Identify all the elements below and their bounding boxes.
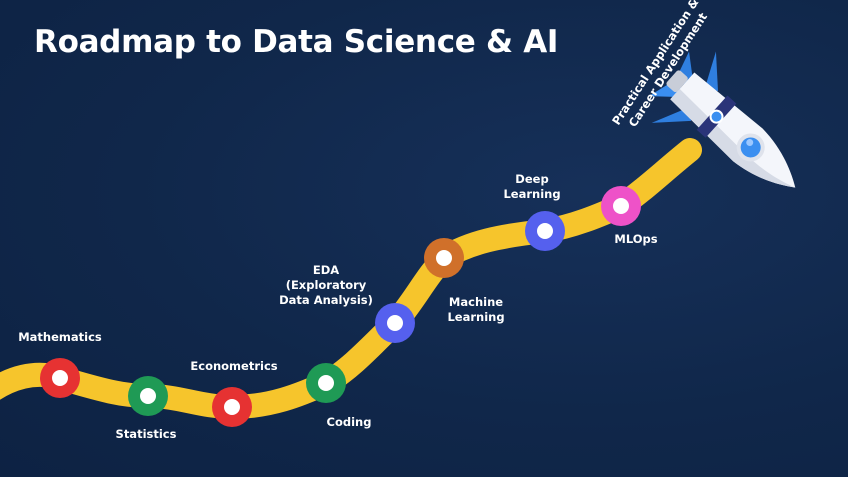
stage-node-center (224, 399, 240, 415)
stage-label-line: Econometrics (190, 359, 278, 373)
stage-label-line: Statistics (115, 427, 177, 441)
stage-node-center (318, 375, 334, 391)
stage-node-center (537, 223, 553, 239)
stage-label-line: Deep (515, 172, 549, 186)
stage-label-line: MLOps (614, 232, 658, 246)
stage-node-center (387, 315, 403, 331)
stage-node-center (436, 250, 452, 266)
stage-label-mathematics: Mathematics (18, 330, 102, 345)
stage-nodes (40, 186, 641, 427)
page-title: Roadmap to Data Science & AI (34, 24, 559, 60)
rocket-icon (648, 51, 796, 188)
stage-label-econometrics: Econometrics (190, 359, 277, 374)
stage-label-line: Coding (326, 415, 372, 429)
stage-label-line: Data Analysis) (279, 293, 373, 307)
stage-label-line: Machine (448, 295, 504, 309)
road-path (0, 138, 702, 419)
stage-node-center (52, 370, 68, 386)
stage-label-mlops: MLOps (614, 232, 657, 247)
stage-label-coding: Coding (327, 415, 372, 430)
stage-label-line: Learning (503, 187, 561, 201)
stage-label-line: Learning (447, 310, 505, 324)
stage-label-line: (Exploratory (285, 278, 367, 292)
stage-label-statistics: Statistics (116, 427, 177, 442)
stage-label-line: EDA (312, 263, 340, 277)
stage-node-center (613, 198, 629, 214)
stage-label-line: Mathematics (18, 330, 102, 344)
stage-node-center (140, 388, 156, 404)
